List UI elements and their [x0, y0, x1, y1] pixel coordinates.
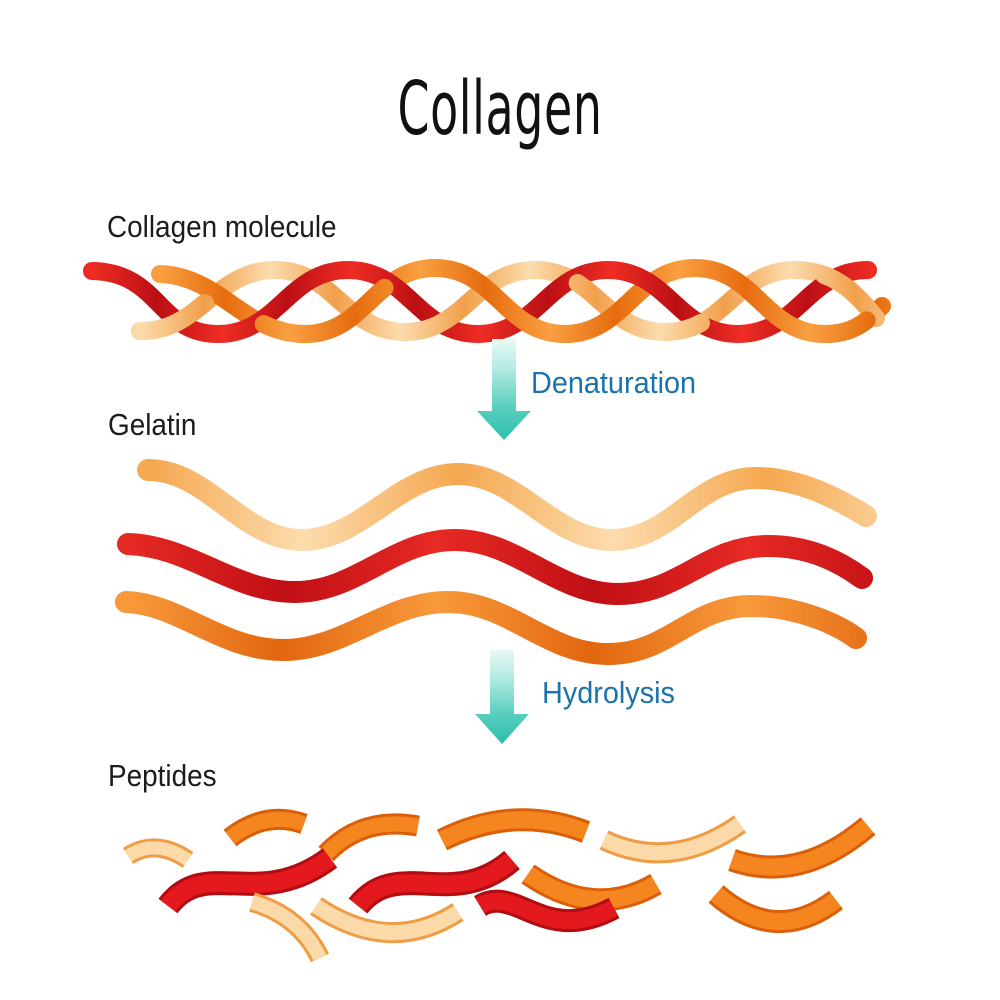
page-title: Collagen — [397, 66, 603, 152]
collagen-molecule-illustration — [92, 268, 882, 334]
collagen-molecule-label: Collagen molecule — [107, 209, 337, 244]
denaturation-label: Denaturation — [531, 365, 697, 400]
hydrolysis-down-arrow-icon — [475, 650, 529, 744]
gelatin-illustration — [115, 459, 877, 666]
gelatin-label: Gelatin — [108, 407, 197, 442]
peptides-label: Peptides — [108, 758, 217, 793]
peptides-illustration — [122, 808, 876, 963]
denaturation-down-arrow-icon — [477, 339, 531, 440]
hydrolysis-label: Hydrolysis — [542, 675, 675, 710]
